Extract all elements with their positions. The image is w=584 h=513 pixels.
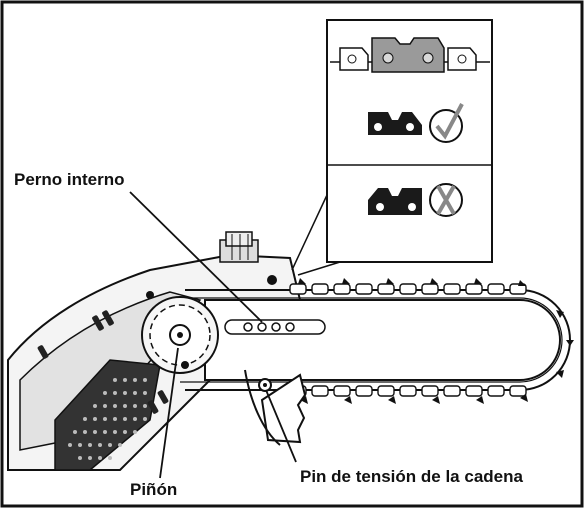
incorrect-cutter [368, 188, 422, 215]
label-pinon: Piñón [130, 480, 178, 499]
oil-cap [219, 231, 259, 263]
label-perno-interno: Perno interno [14, 170, 125, 189]
inset-callout-left [297, 261, 341, 276]
correct-cutter [368, 112, 422, 135]
cross-icon [429, 183, 463, 217]
chain-orientation-inset [326, 19, 493, 263]
sprocket [141, 296, 219, 374]
inset-callout-top [291, 194, 328, 271]
inset-chain-closeup [330, 37, 490, 73]
chain-links-top [289, 283, 527, 295]
chain-tension-pin [258, 378, 272, 392]
leader-pinon [159, 347, 179, 479]
guide-bar [204, 299, 561, 381]
leader-pin [265, 389, 297, 463]
chain-links-bottom [289, 385, 527, 397]
label-pin-tension: Pin de tensión de la cadena [300, 467, 523, 486]
leader-perno [129, 191, 263, 323]
check-icon [429, 103, 464, 143]
bumper-spike [244, 369, 307, 446]
saw-chain [180, 278, 574, 404]
vent-grill [54, 359, 161, 471]
